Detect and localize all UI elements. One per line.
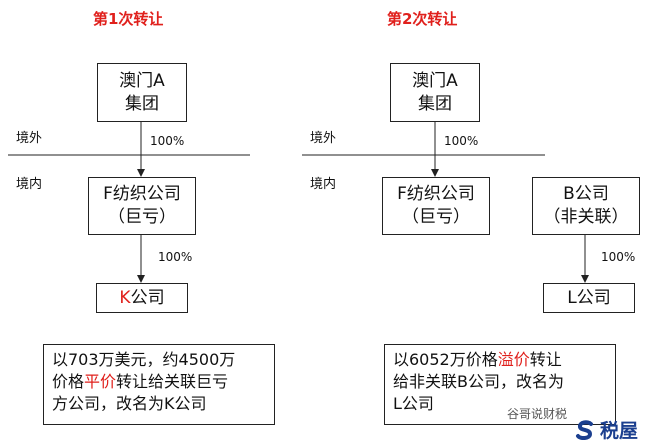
right-parent-line2: 集团 bbox=[418, 93, 452, 114]
left-note-box: 以703万美元，约4500万 价格平价转让给关联巨亏 方公司，改名为K公司 bbox=[43, 344, 275, 425]
right-note-line1-post: 转让 bbox=[529, 350, 562, 369]
right-other-line1: B公司 bbox=[563, 184, 609, 204]
left-child-prefix: K bbox=[119, 287, 131, 308]
left-child-text: K公司 bbox=[119, 287, 164, 310]
brand-logo: 税屋 bbox=[574, 416, 638, 443]
left-outside-label: 境外 bbox=[16, 131, 43, 146]
right-title: 第2次转让 bbox=[387, 10, 458, 28]
left-pct-top: 100% bbox=[150, 134, 185, 148]
left-note-line2: 价格平价转让给关联巨亏 bbox=[52, 371, 266, 393]
left-middle-line2: （巨亏） bbox=[108, 207, 176, 227]
left-pct-bottom: 100% bbox=[158, 250, 193, 264]
right-pct-top: 100% bbox=[444, 134, 479, 148]
left-child-suffix: 公司 bbox=[130, 287, 165, 308]
left-middle-box: F纺织公司 （巨亏） bbox=[88, 177, 196, 235]
right-parent-line1: 澳门A bbox=[412, 70, 458, 91]
right-inside-label: 境内 bbox=[310, 177, 337, 192]
right-middle-line2: （巨亏） bbox=[402, 207, 470, 227]
right-note-line1: 以6052万价格溢价转让 bbox=[393, 349, 607, 371]
right-note-line1-red: 溢价 bbox=[497, 350, 530, 369]
left-note-line2-post: 转让给关联巨亏 bbox=[116, 372, 229, 391]
right-note-line3: L公司 bbox=[393, 394, 434, 413]
right-pct-bottom: 100% bbox=[601, 250, 636, 264]
watermark: 谷哥说财税 bbox=[507, 405, 567, 422]
left-middle-line1: F纺织公司 bbox=[103, 184, 181, 204]
left-note-line3: 方公司，改名为K公司 bbox=[52, 394, 207, 413]
left-title: 第1次转让 bbox=[93, 10, 164, 28]
right-note-box: 以6052万价格溢价转让 给非关联B公司，改名为 L公司 bbox=[384, 344, 616, 425]
right-parent-box: 澳门A 集团 bbox=[390, 63, 480, 122]
right-middle-box: F纺织公司 （巨亏） bbox=[382, 177, 490, 235]
left-parent-box: 澳门A 集团 bbox=[97, 63, 187, 122]
left-parent-line1: 澳门A bbox=[119, 70, 165, 91]
right-other-line2: （非关联） bbox=[543, 207, 629, 227]
right-outside-label: 境外 bbox=[310, 131, 337, 146]
watermark-text: 谷哥说财税 bbox=[507, 407, 568, 421]
left-child-box: K公司 bbox=[96, 283, 188, 313]
right-child-box: L公司 bbox=[543, 283, 635, 313]
right-other-box: B公司 （非关联） bbox=[532, 177, 640, 235]
right-note-line1-pre: 以6052万价格 bbox=[393, 350, 498, 369]
left-parent-line2: 集团 bbox=[125, 93, 159, 114]
left-note-line1: 以703万美元，约4500万 bbox=[52, 350, 236, 369]
left-note-line2-red: 平价 bbox=[84, 372, 117, 391]
brand-text: 税屋 bbox=[600, 420, 639, 442]
right-child-text: L公司 bbox=[567, 287, 611, 308]
right-note-line2: 给非关联B公司，改名为 bbox=[393, 372, 564, 391]
brand-s-icon bbox=[576, 419, 593, 440]
right-middle-line1: F纺织公司 bbox=[397, 184, 475, 204]
left-note-line2-pre: 价格 bbox=[52, 372, 85, 391]
left-inside-label: 境内 bbox=[16, 177, 43, 192]
